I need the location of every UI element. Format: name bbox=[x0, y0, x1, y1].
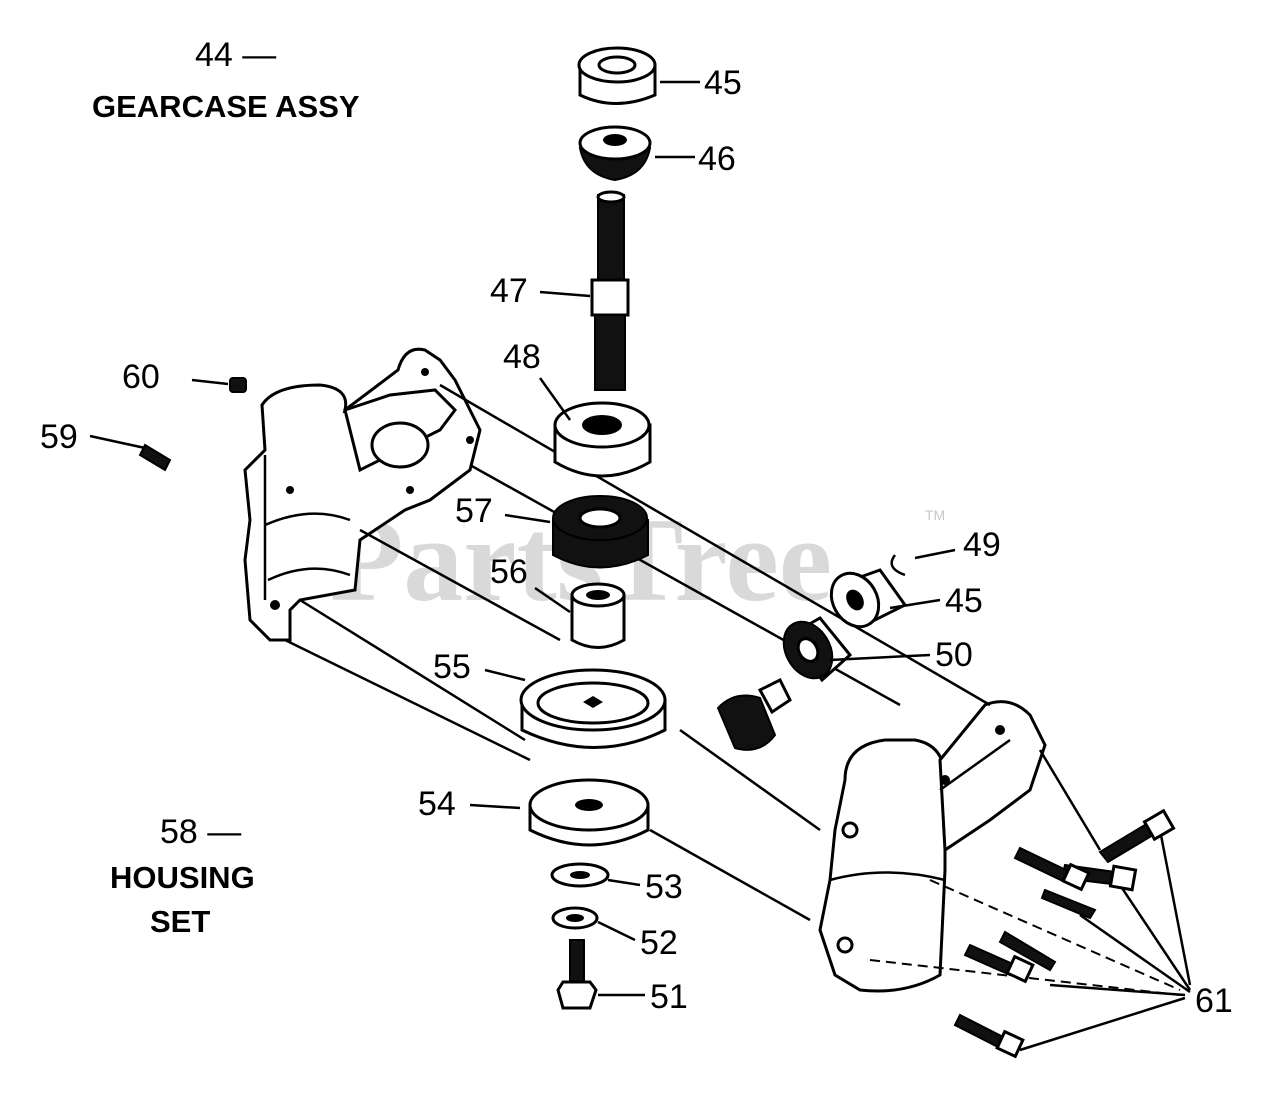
callout-53: 53 bbox=[645, 868, 683, 906]
housing-title-line2: SET bbox=[150, 904, 210, 939]
callout-47: 47 bbox=[490, 272, 528, 310]
part-59-screw bbox=[138, 443, 172, 472]
part-51-bolt bbox=[556, 939, 598, 1010]
part-53-washer bbox=[550, 862, 610, 888]
callout-50: 50 bbox=[935, 636, 973, 674]
callout-46: 46 bbox=[698, 140, 736, 178]
housing-number: 58 — bbox=[160, 813, 241, 851]
part-47-shaft bbox=[590, 190, 630, 391]
callout-48: 48 bbox=[503, 338, 541, 376]
callout-45-right: 45 bbox=[945, 582, 983, 620]
callout-56: 56 bbox=[490, 553, 528, 591]
part-52-lock-washer bbox=[551, 906, 599, 930]
callout-49: 49 bbox=[963, 526, 1001, 564]
callout-54: 54 bbox=[418, 785, 456, 823]
callout-51: 51 bbox=[650, 978, 688, 1016]
callout-45-top: 45 bbox=[704, 64, 742, 102]
part-50-gear bbox=[782, 616, 853, 683]
callout-55: 55 bbox=[433, 648, 471, 686]
part-54-washer-cup bbox=[528, 778, 650, 847]
housing-left-part bbox=[243, 347, 482, 642]
gearcase-number: 44 — bbox=[195, 36, 276, 74]
leader-lines bbox=[89, 80, 956, 997]
pinion-gear-part bbox=[716, 677, 792, 751]
callout-59: 59 bbox=[40, 418, 78, 456]
housing-title-line1: HOUSING bbox=[110, 860, 255, 895]
part-48-bearing bbox=[553, 401, 652, 478]
assembly-titles: 44 — GEARCASE ASSY 58 — HOUSING SET bbox=[92, 36, 360, 939]
part-49-clip bbox=[890, 554, 906, 577]
watermark-trademark: TM bbox=[925, 507, 945, 523]
callout-52: 52 bbox=[640, 924, 678, 962]
part-55-cup bbox=[519, 668, 667, 749]
part-56-spacer bbox=[570, 582, 626, 649]
part-57-bearing bbox=[552, 495, 649, 569]
callout-60: 60 bbox=[122, 358, 160, 396]
alignment-lines bbox=[284, 383, 1192, 1052]
part-60-fitting bbox=[229, 377, 247, 393]
gearcase-title: GEARCASE ASSY bbox=[92, 89, 360, 124]
callout-57: 57 bbox=[455, 492, 493, 530]
part-46-seal bbox=[578, 125, 652, 182]
callout-61: 61 bbox=[1195, 982, 1233, 1020]
part-61-screws bbox=[953, 808, 1176, 1059]
part-45-nut-right bbox=[829, 568, 908, 629]
part-45-nut-top bbox=[577, 46, 657, 105]
callout-labels: 45 46 47 48 60 59 57 49 45 56 50 55 54 5… bbox=[40, 64, 1233, 1020]
